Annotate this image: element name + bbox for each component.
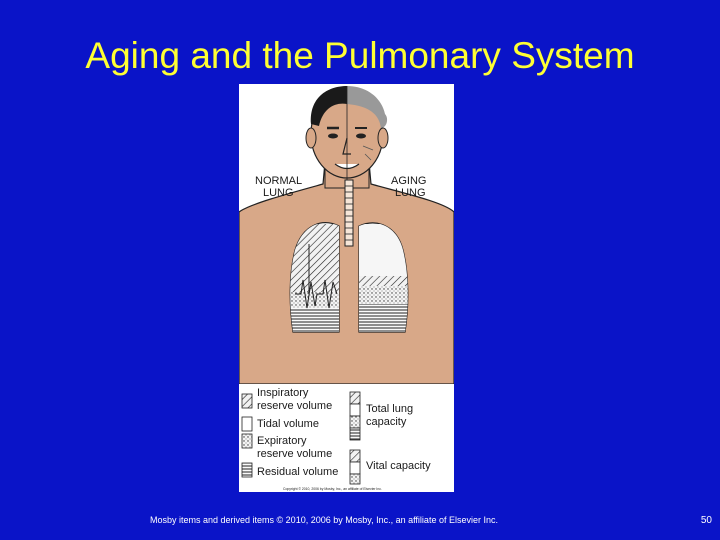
page-number: 50 (700, 515, 712, 526)
legend-total-1: Total lung (366, 403, 413, 415)
legend-inspiratory-2: reserve volume (257, 400, 332, 412)
normal-lung-label-2: LUNG (263, 187, 294, 199)
legend-total-2: capacity (366, 416, 407, 428)
legend-vital: Vital capacity (366, 460, 431, 472)
normal-lung-label-1: NORMAL (255, 175, 302, 187)
legend-inspiratory-1: Inspiratory (257, 387, 309, 399)
legend-swatch-inspiratory (241, 393, 253, 409)
slide-footer: Mosby items and derived items © 2010, 20… (150, 515, 498, 525)
normal-lung (289, 222, 340, 333)
hair-dark (310, 86, 347, 126)
slide-title: Aging and the Pulmonary System (85, 35, 635, 76)
legend-swatch-residual (241, 462, 253, 478)
legend-swatch-expiratory (241, 433, 253, 449)
trachea (344, 179, 354, 247)
legend-expiratory-1: Expiratory (257, 435, 307, 447)
legend-expiratory-2: reserve volume (257, 448, 332, 460)
legend-tidal: Tidal volume (257, 418, 319, 430)
legend-residual: Residual volume (257, 466, 338, 478)
aging-lung (358, 222, 409, 333)
aging-lung-label-1: AGING (391, 175, 426, 187)
aging-lung-label-2: LUNG (395, 187, 426, 199)
legend-swatch-tidal (241, 416, 253, 432)
figure-copyright: Copyright © 2010, 2006 by Mosby, Inc., a… (283, 487, 382, 491)
hair-gray (347, 86, 388, 128)
pulmonary-aging-figure: NORMAL LUNG AGING LUNG Inspiratory reser… (239, 84, 454, 492)
